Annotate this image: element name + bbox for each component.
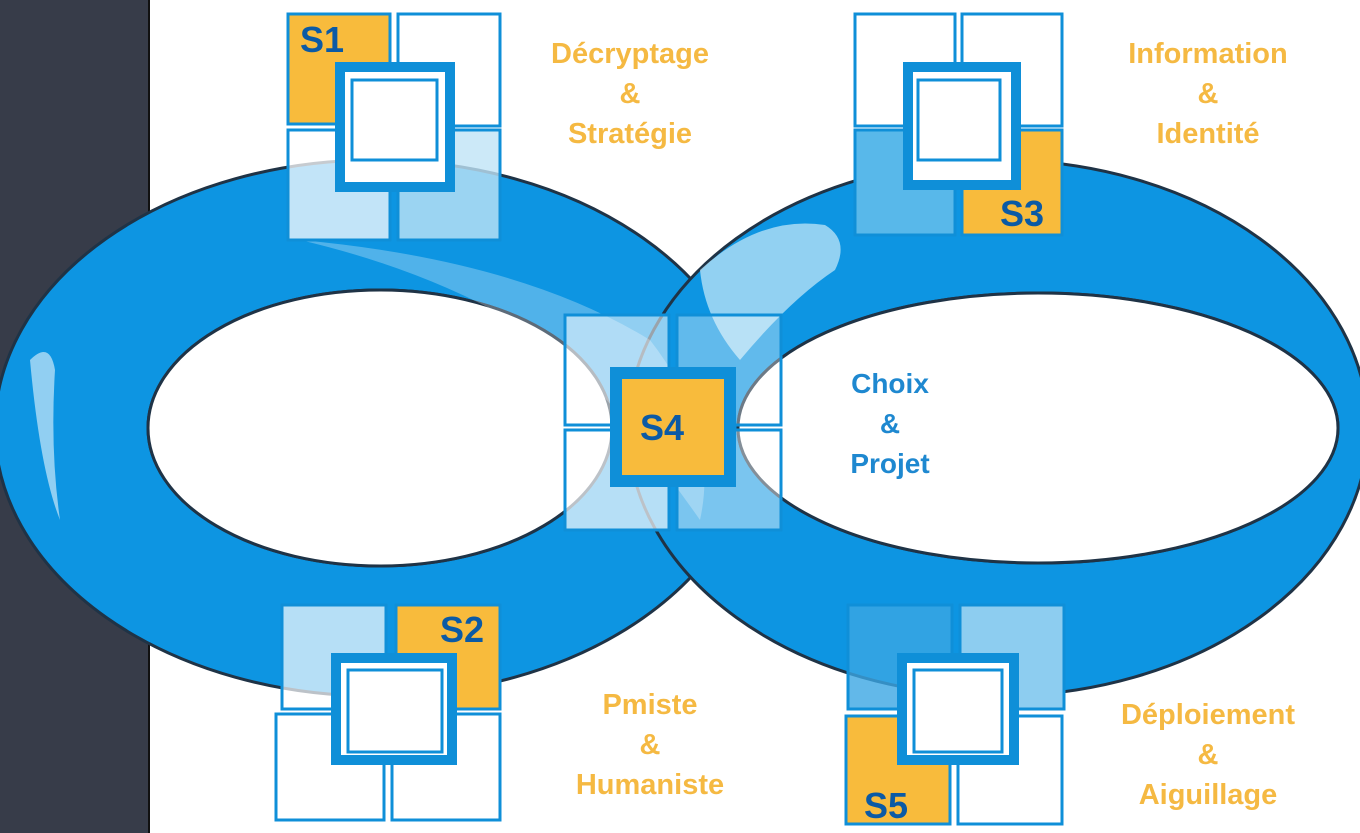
ring-highlight-right [700,223,841,360]
stage-label-s1: Décryptage & Stratégie [551,38,709,150]
stage-label-s5: Déploiement & Aiguillage [1120,699,1296,811]
puzzle-s2 [274,603,502,822]
ring-shine-left [30,352,60,520]
puzzle-s5 [844,603,1066,826]
stage-tag-s3: S3 [1000,193,1045,234]
stage-tag-s4: S4 [640,407,685,448]
stage-tag-s5: S5 [864,785,909,826]
stage-label-s4: Choix & Projet [850,368,930,479]
stage-label-s3: Information & Identité [1128,38,1288,150]
puzzle-s1 [286,12,502,242]
puzzle-s3 [853,12,1064,237]
stage-tag-s2: S2 [440,609,485,650]
puzzle-s4 [563,313,783,532]
stage-tag-s1: S1 [300,19,345,60]
stage-label-s2: Pmiste & Humaniste [575,689,725,801]
right-ring [626,158,1360,698]
